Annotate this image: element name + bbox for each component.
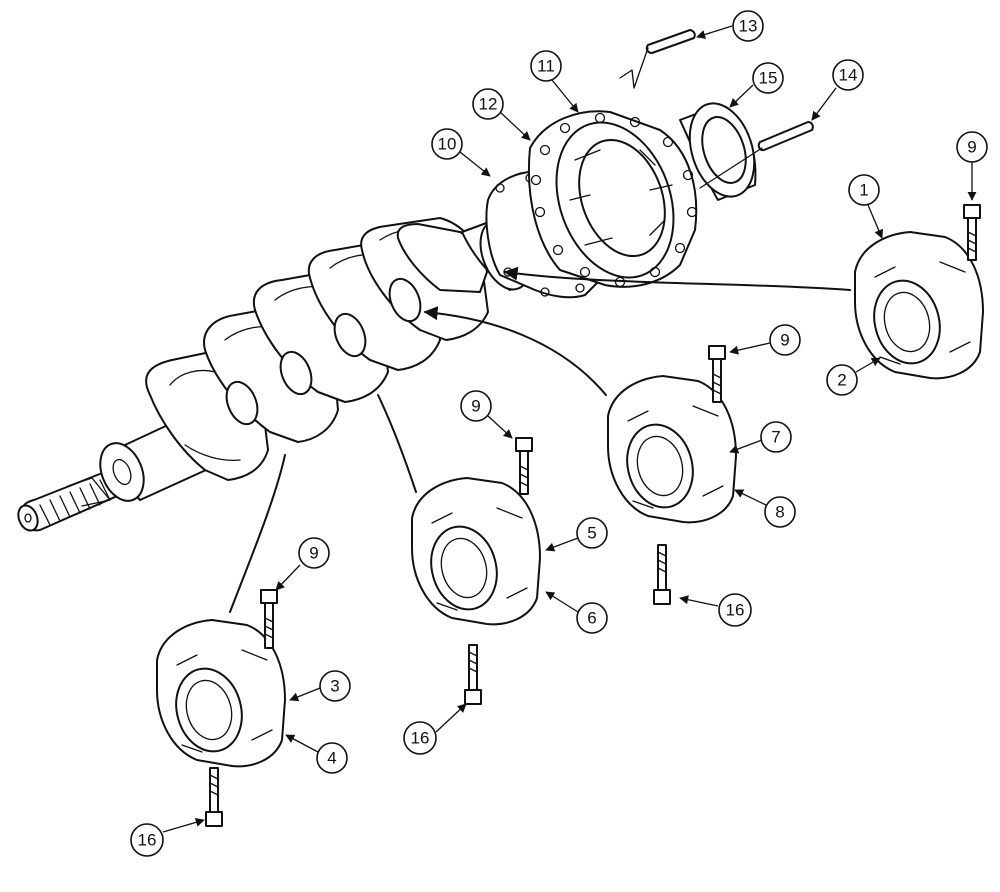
callout-10: 10 [438,135,457,154]
callouts: 13 11 15 14 12 10 9 1 2 9 [130,10,988,857]
assembly-lines [229,47,851,613]
cap-bolt-16-b [464,644,482,705]
cap-bolt-9-d [260,589,278,649]
crankshaft-webs [145,217,489,481]
callout-3: 3 [330,677,339,696]
cap-bolt-16-a [653,544,671,605]
callout-14: 14 [839,66,858,85]
callout-6: 6 [587,609,596,628]
callout-9-c: 9 [471,397,480,416]
cap-bolt-9-b [708,345,726,403]
callout-4: 4 [327,749,336,768]
callout-9-a: 9 [967,138,976,157]
callout-5: 5 [587,524,596,543]
callout-1: 1 [859,181,868,200]
callout-8: 8 [775,503,784,522]
main-bearing-cap-7 [607,375,737,524]
callout-16-a: 16 [726,601,745,620]
rear-housing-assembly [485,29,814,299]
callout-2: 2 [837,371,846,390]
dowel-13 [645,29,696,54]
callout-12: 12 [479,95,498,114]
callout-15: 15 [759,69,778,88]
callout-11: 11 [537,57,555,76]
crankshaft-pins [225,277,422,426]
callout-7: 7 [771,428,780,447]
callout-9-d: 9 [309,544,318,563]
bolt-14 [757,121,814,152]
callout-13: 13 [739,17,758,36]
callout-9-b: 9 [780,331,789,350]
cap-bolt-9-c [515,437,533,495]
cap-bolt-9-a [963,204,981,261]
rear-seal-15 [679,102,757,201]
main-bearing-cap-1 [854,231,984,380]
main-bearing-cap-3 [156,619,286,768]
main-bearing-cap-5 [411,477,541,626]
cap-bolt-16-c [205,767,223,827]
callout-16-c: 16 [138,831,157,850]
callout-16-b: 16 [411,729,430,748]
